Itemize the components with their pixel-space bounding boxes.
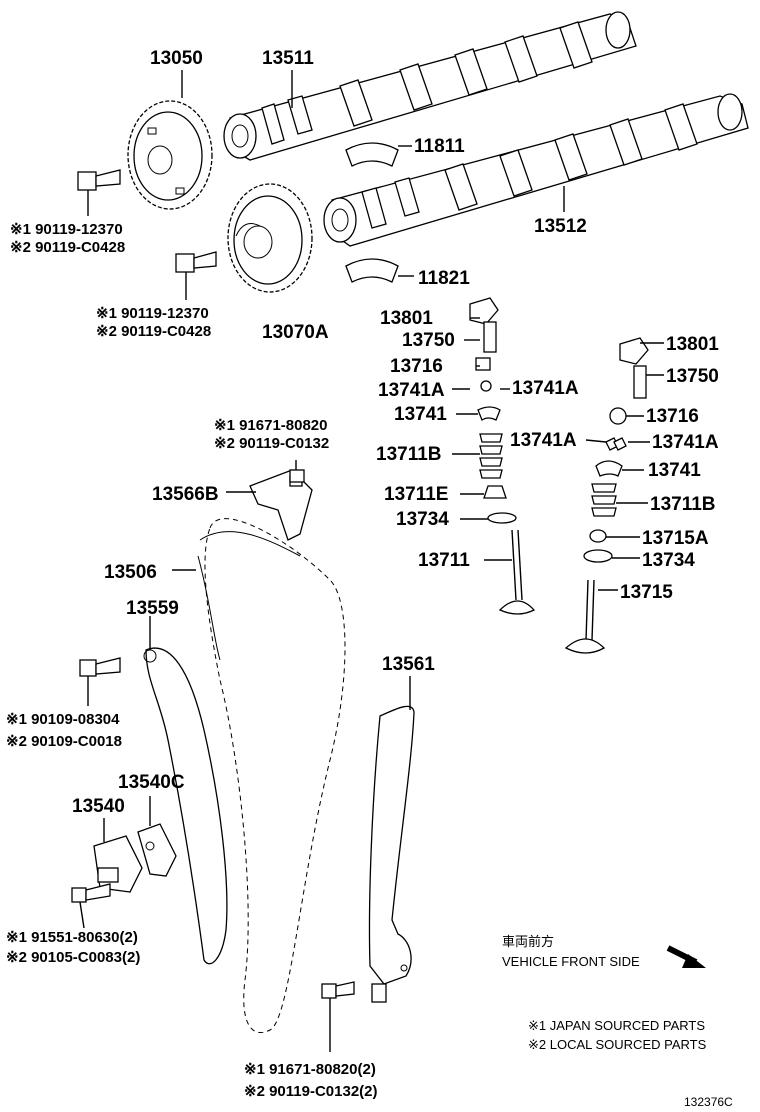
diagram-id: 132376C bbox=[684, 1095, 733, 1109]
label-13511: 13511 bbox=[262, 48, 314, 69]
bolt-6-icon bbox=[321, 981, 355, 1052]
label-13540c: 13540C bbox=[118, 772, 185, 793]
bolt-5-icon bbox=[71, 883, 111, 929]
tensioner-arm-13559 bbox=[143, 647, 228, 965]
label-right-13711b: 13711B bbox=[650, 494, 716, 515]
label-13559: 13559 bbox=[126, 598, 179, 619]
bolt-3-icon bbox=[289, 460, 305, 483]
label-bolt4-local: ※2 90109-C0018 bbox=[6, 733, 122, 750]
label-13506: 13506 bbox=[104, 562, 157, 583]
label-left-13741a-l: 13741A bbox=[378, 380, 445, 401]
timing-chain-13506 bbox=[197, 518, 346, 1033]
label-left-13711b: 13711B bbox=[376, 444, 442, 465]
label-bolt2-local: ※2 90119-C0428 bbox=[96, 323, 211, 340]
label-left-13716: 13716 bbox=[390, 356, 443, 377]
label-left-13741a-r: 13741A bbox=[512, 378, 579, 399]
bearing-11811-icon bbox=[345, 142, 412, 167]
label-bolt4-japan: ※1 90109-08304 bbox=[6, 711, 120, 728]
bolt-2-icon bbox=[175, 251, 217, 300]
cam-gear-13050 bbox=[127, 100, 213, 210]
label-right-13715: 13715 bbox=[620, 582, 673, 603]
left-valve-assembly bbox=[469, 297, 536, 615]
label-right-13750: 13750 bbox=[666, 366, 719, 387]
label-13540: 13540 bbox=[72, 796, 125, 817]
label-11811: 11811 bbox=[414, 136, 465, 157]
bolt-1-icon bbox=[77, 169, 121, 216]
vehicle-front-japanese: 車両前方 bbox=[502, 934, 554, 949]
camshaft-13511 bbox=[223, 11, 637, 161]
label-bolt1-local: ※2 90119-C0428 bbox=[10, 239, 125, 256]
label-right-13741a-l: 13741A bbox=[510, 430, 577, 451]
label-left-13711: 13711 bbox=[418, 550, 470, 571]
bolt-4-icon bbox=[79, 657, 121, 706]
label-bolt5-local: ※2 90105-C0083(2) bbox=[6, 949, 140, 966]
label-left-13734: 13734 bbox=[396, 509, 449, 530]
label-right-13715a: 13715A bbox=[642, 528, 709, 549]
vehicle-front-arrow-icon bbox=[666, 945, 706, 968]
label-bolt5-japan: ※1 91551-80630(2) bbox=[6, 929, 138, 946]
vehicle-front-english: VEHICLE FRONT SIDE bbox=[502, 954, 640, 969]
label-right-13734: 13734 bbox=[642, 550, 695, 571]
label-13050: 13050 bbox=[150, 48, 203, 69]
camshaft-13512 bbox=[323, 93, 749, 247]
label-right-13801: 13801 bbox=[666, 334, 719, 355]
label-right-13716: 13716 bbox=[646, 406, 699, 427]
label-bolt2-japan: ※1 90119-12370 bbox=[96, 305, 209, 322]
label-13561: 13561 bbox=[382, 654, 435, 675]
label-bolt3-japan: ※1 91671-80820 bbox=[214, 417, 328, 434]
gasket-13540c bbox=[137, 823, 177, 877]
bearing-11821-icon bbox=[345, 258, 414, 283]
label-bolt1-japan: ※1 90119-12370 bbox=[10, 221, 123, 238]
label-left-13711e: 13711E bbox=[384, 484, 448, 505]
label-left-13750: 13750 bbox=[402, 330, 455, 351]
tensioner-13540 bbox=[93, 835, 143, 893]
label-11821: 11821 bbox=[418, 268, 470, 289]
label-bolt6-local: ※2 90119-C0132(2) bbox=[244, 1083, 378, 1100]
label-right-13741a-r: 13741A bbox=[652, 432, 719, 453]
label-13512: 13512 bbox=[534, 216, 587, 237]
leader-lines bbox=[103, 70, 664, 842]
label-left-13801: 13801 bbox=[380, 308, 433, 329]
label-bolt6-japan: ※1 91671-80820(2) bbox=[244, 1061, 376, 1078]
right-spring-13711b-icon bbox=[591, 483, 617, 517]
chain-guide-13561 bbox=[368, 705, 415, 1003]
legend-japan-sourced: ※1 JAPAN SOURCED PARTS bbox=[528, 1018, 705, 1033]
left-spring-13711b-icon bbox=[479, 433, 503, 479]
label-13566b: 13566B bbox=[152, 484, 219, 505]
label-13070a: 13070A bbox=[262, 322, 329, 343]
label-left-13741: 13741 bbox=[394, 404, 447, 425]
label-bolt3-local: ※2 90119-C0132 bbox=[214, 435, 329, 452]
cam-gear-13070a bbox=[227, 183, 313, 293]
legend-local-sourced: ※2 LOCAL SOURCED PARTS bbox=[528, 1037, 707, 1052]
label-right-13741: 13741 bbox=[648, 460, 701, 481]
right-valve-assembly bbox=[564, 337, 649, 654]
